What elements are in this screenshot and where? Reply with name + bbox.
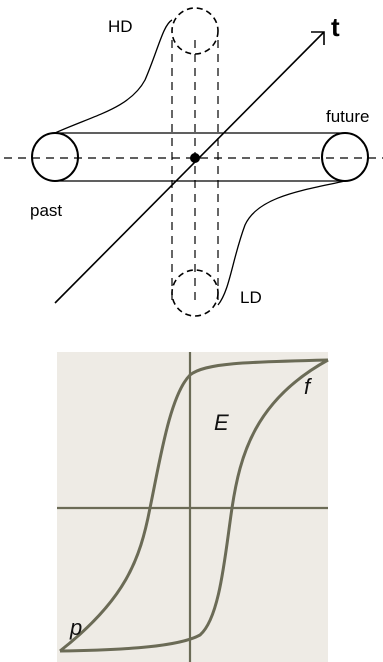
time-label: t — [331, 12, 340, 42]
hysteresis-lower-branch — [59, 358, 329, 653]
time-axis-arrowhead — [311, 31, 325, 45]
hd-circle — [171, 7, 219, 55]
top-diagram: HD t future past LD — [4, 7, 383, 317]
time-axis — [54, 31, 325, 304]
bottom-diagram: f E p — [57, 352, 329, 662]
past-to-hd-curve — [54, 19, 173, 134]
past-circle — [31, 132, 79, 182]
origin-point — [190, 153, 200, 163]
p-label: p — [69, 615, 82, 640]
future-circle — [321, 132, 369, 182]
past-label: past — [30, 201, 62, 220]
f-label: f — [304, 374, 313, 399]
ld-circle — [171, 269, 219, 317]
hd-label: HD — [108, 17, 133, 36]
future-to-ld-curve — [217, 180, 346, 306]
hysteresis-upper-branch — [59, 358, 329, 653]
future-label: future — [326, 107, 369, 126]
ld-label: LD — [240, 288, 262, 307]
e-label: E — [214, 410, 229, 435]
